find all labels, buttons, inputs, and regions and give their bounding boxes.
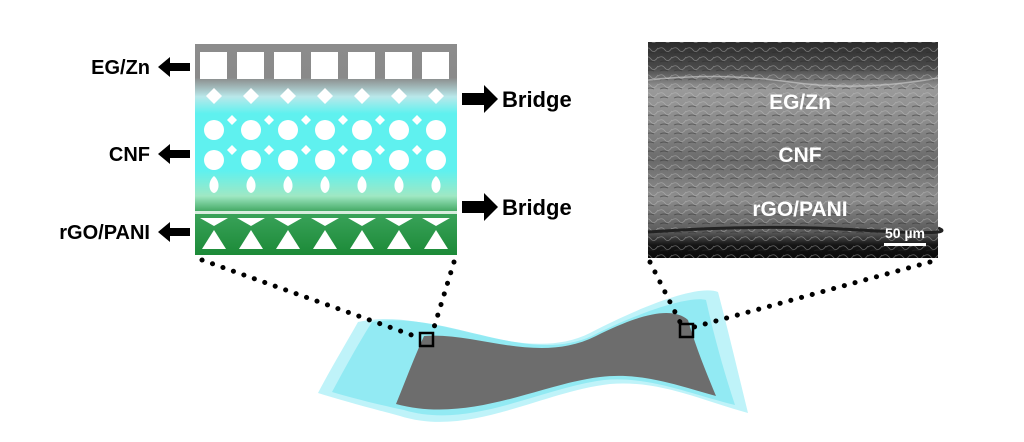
square-shape <box>200 52 227 79</box>
inverted-triangle-shape <box>311 218 339 226</box>
circle-shape <box>389 120 409 140</box>
circle-shape <box>315 150 335 170</box>
triangle-shape <box>387 230 411 249</box>
triangle-shape <box>276 230 300 249</box>
circle-shape <box>278 120 298 140</box>
small-diamond-shape <box>264 145 274 155</box>
circle-shape <box>241 150 261 170</box>
diamond-row <box>206 88 444 104</box>
eg-zn-square-row <box>200 52 449 79</box>
inverted-triangle-shape <box>348 218 376 226</box>
diamond-shape <box>391 88 407 104</box>
teardrop-shape <box>209 176 219 193</box>
square-shape <box>385 52 412 79</box>
sem-image: EG/Zn CNF rGO/PANI 50 µm <box>647 42 944 258</box>
zoom-marker-left <box>418 331 435 348</box>
small-diamond-shape <box>338 145 348 155</box>
teardrop-shape <box>283 176 293 193</box>
diamond-shape <box>317 88 333 104</box>
square-shape <box>348 52 375 79</box>
square-shape <box>422 52 449 79</box>
small-diamond-shape <box>338 115 348 125</box>
arrow-left-icon <box>158 144 190 164</box>
triangle-shape <box>350 230 374 249</box>
small-diamond-shape <box>375 115 385 125</box>
teardrop-shape <box>246 176 256 193</box>
zoom-marker-right <box>678 322 695 339</box>
arrow-left-icon <box>158 222 190 242</box>
triangle-shape <box>202 230 226 249</box>
square-shape <box>311 52 338 79</box>
diamond-shape <box>243 88 259 104</box>
triangle-shape <box>424 230 448 249</box>
small-diamond-shape <box>227 115 237 125</box>
sem-interface-line <box>647 75 939 87</box>
diamond-shape <box>206 88 222 104</box>
small-diamond-shape <box>227 145 237 155</box>
label-eg-zn: EG/Zn <box>91 57 150 79</box>
inverted-triangle-shape <box>274 218 302 226</box>
small-diamond-shape <box>412 145 422 155</box>
small-diamond-shape <box>301 115 311 125</box>
inverted-triangle-shape <box>422 218 450 226</box>
connector-dotted-line <box>647 259 685 329</box>
inverted-triangle-shape <box>385 218 413 226</box>
circle-shape <box>241 120 261 140</box>
stripe-line <box>195 211 457 214</box>
small-diamond-shape <box>264 115 274 125</box>
teardrop-shape <box>320 176 330 193</box>
connector-dotted-line <box>429 259 457 337</box>
triangle-shape <box>239 230 263 249</box>
label-bridge-upper: Bridge <box>502 87 572 112</box>
circle-shape <box>278 150 298 170</box>
connector-dotted-line <box>691 259 933 330</box>
label-cnf: CNF <box>109 144 150 166</box>
label-rgo-pani: rGO/PANI <box>59 222 150 244</box>
inverted-triangle-shape <box>237 218 265 226</box>
circle-shape <box>204 150 224 170</box>
scale-bar <box>884 243 926 246</box>
small-diamond-shape <box>412 115 422 125</box>
circle-shape <box>426 150 446 170</box>
teardrop-shape <box>357 176 367 193</box>
circle-shape <box>426 120 446 140</box>
diamond-shape <box>428 88 444 104</box>
cnf-circle-rows <box>204 115 446 170</box>
sem-label-eg-zn: EG/Zn <box>769 91 831 114</box>
film-core <box>396 313 716 410</box>
circle-shape <box>315 120 335 140</box>
arrow-right-icon <box>462 193 498 221</box>
arrow-left-icon <box>158 57 190 77</box>
square-shape <box>274 52 301 79</box>
circle-shape <box>352 150 372 170</box>
triangle-shape <box>313 230 337 249</box>
label-bridge-lower: Bridge <box>502 195 572 220</box>
circle-shape <box>352 120 372 140</box>
circle-shape <box>389 150 409 170</box>
circle-shape <box>204 120 224 140</box>
sem-interface-line <box>647 225 944 235</box>
small-diamond-shape <box>301 145 311 155</box>
square-shape <box>237 52 264 79</box>
small-diamond-shape <box>375 145 385 155</box>
diamond-shape <box>280 88 296 104</box>
inverted-triangle-shape <box>200 218 228 226</box>
teardrop-shape <box>394 176 404 193</box>
arrow-right-icon <box>462 85 498 113</box>
teardrop-row <box>209 176 441 193</box>
rgo-pani-triangle-rows <box>195 211 457 249</box>
scale-bar-label: 50 µm <box>885 225 925 241</box>
sem-texture <box>648 42 938 258</box>
teardrop-shape <box>431 176 441 193</box>
layer-schematic <box>195 44 457 255</box>
sem-label-cnf: CNF <box>778 144 821 167</box>
sem-label-rgo-pani: rGO/PANI <box>752 198 847 221</box>
diamond-shape <box>354 88 370 104</box>
